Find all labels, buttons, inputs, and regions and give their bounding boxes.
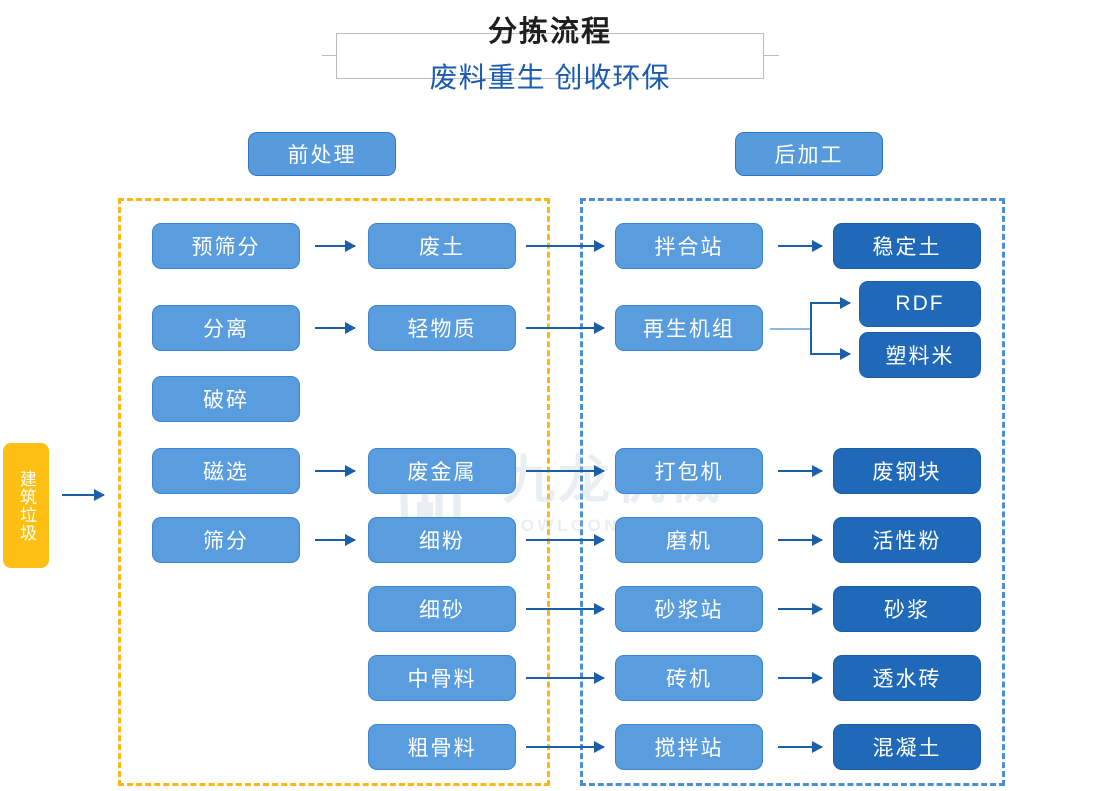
- arrow-input-to-pre: [62, 489, 105, 501]
- node-process-3[interactable]: 磁选: [152, 448, 300, 494]
- node-product-2[interactable]: 塑料米: [859, 332, 981, 378]
- node-material-6[interactable]: 粗骨料: [368, 724, 516, 770]
- node-equipment-2[interactable]: 打包机: [615, 448, 763, 494]
- node-process-1[interactable]: 分离: [152, 305, 300, 351]
- node-material-1[interactable]: 轻物质: [368, 305, 516, 351]
- node-product-4[interactable]: 活性粉: [833, 517, 981, 563]
- node-material-3[interactable]: 细粉: [368, 517, 516, 563]
- node-equipment-3[interactable]: 磨机: [615, 517, 763, 563]
- branch-stem-equipment1: [770, 328, 812, 330]
- region-post-processing: [580, 198, 1005, 786]
- node-product-7[interactable]: 混凝土: [833, 724, 981, 770]
- node-process-2[interactable]: 破碎: [152, 376, 300, 422]
- arrow-material2-equipment2: [526, 465, 605, 477]
- node-product-5[interactable]: 砂浆: [833, 586, 981, 632]
- node-equipment-1[interactable]: 再生机组: [615, 305, 763, 351]
- arrow-equipment6-product7: [778, 741, 823, 753]
- page-title: 分拣流程: [487, 16, 612, 48]
- node-material-5[interactable]: 中骨料: [368, 655, 516, 701]
- arrow-material3-equipment3: [526, 534, 605, 546]
- node-material-4[interactable]: 细砂: [368, 586, 516, 632]
- section-header-pre-processing[interactable]: 前处理: [248, 132, 396, 176]
- title-frame: [336, 33, 764, 79]
- arrow-equipment1-product1: [810, 297, 851, 309]
- node-equipment-0[interactable]: 拌合站: [615, 223, 763, 269]
- node-material-2[interactable]: 废金属: [368, 448, 516, 494]
- arrow-equipment4-product5: [778, 603, 823, 615]
- arrow-process4-material3: [315, 534, 356, 546]
- arrow-equipment3-product4: [778, 534, 823, 546]
- arrow-material1-equipment1: [526, 322, 605, 334]
- section-header-post-processing[interactable]: 后加工: [735, 132, 883, 176]
- node-material-0[interactable]: 废土: [368, 223, 516, 269]
- arrow-equipment0-product0: [778, 240, 823, 252]
- arrow-equipment1-product2: [810, 348, 851, 360]
- title-tick-right: [763, 55, 779, 56]
- node-process-4[interactable]: 筛分: [152, 517, 300, 563]
- node-equipment-5[interactable]: 砖机: [615, 655, 763, 701]
- input-construction-waste: 建筑垃圾: [3, 443, 49, 568]
- arrow-process0-material0: [315, 240, 356, 252]
- branch-vertical-equipment1: [810, 303, 812, 355]
- arrow-process1-material1: [315, 322, 356, 334]
- arrow-equipment5-product6: [778, 672, 823, 684]
- title-tick-left: [322, 55, 337, 56]
- node-product-0[interactable]: 稳定土: [833, 223, 981, 269]
- arrow-material6-equipment6: [526, 741, 605, 753]
- arrow-material5-equipment5: [526, 672, 605, 684]
- page-subtitle: 废料重生 创收环保: [429, 62, 671, 93]
- region-pre-processing: [118, 198, 550, 786]
- node-process-0[interactable]: 预筛分: [152, 223, 300, 269]
- node-equipment-4[interactable]: 砂浆站: [615, 586, 763, 632]
- arrow-material0-equipment0: [526, 240, 605, 252]
- node-product-6[interactable]: 透水砖: [833, 655, 981, 701]
- node-product-3[interactable]: 废钢块: [833, 448, 981, 494]
- arrow-process3-material2: [315, 465, 356, 477]
- arrow-equipment2-product3: [778, 465, 823, 477]
- arrow-material4-equipment4: [526, 603, 605, 615]
- node-product-1[interactable]: RDF: [859, 281, 981, 327]
- node-equipment-6[interactable]: 搅拌站: [615, 724, 763, 770]
